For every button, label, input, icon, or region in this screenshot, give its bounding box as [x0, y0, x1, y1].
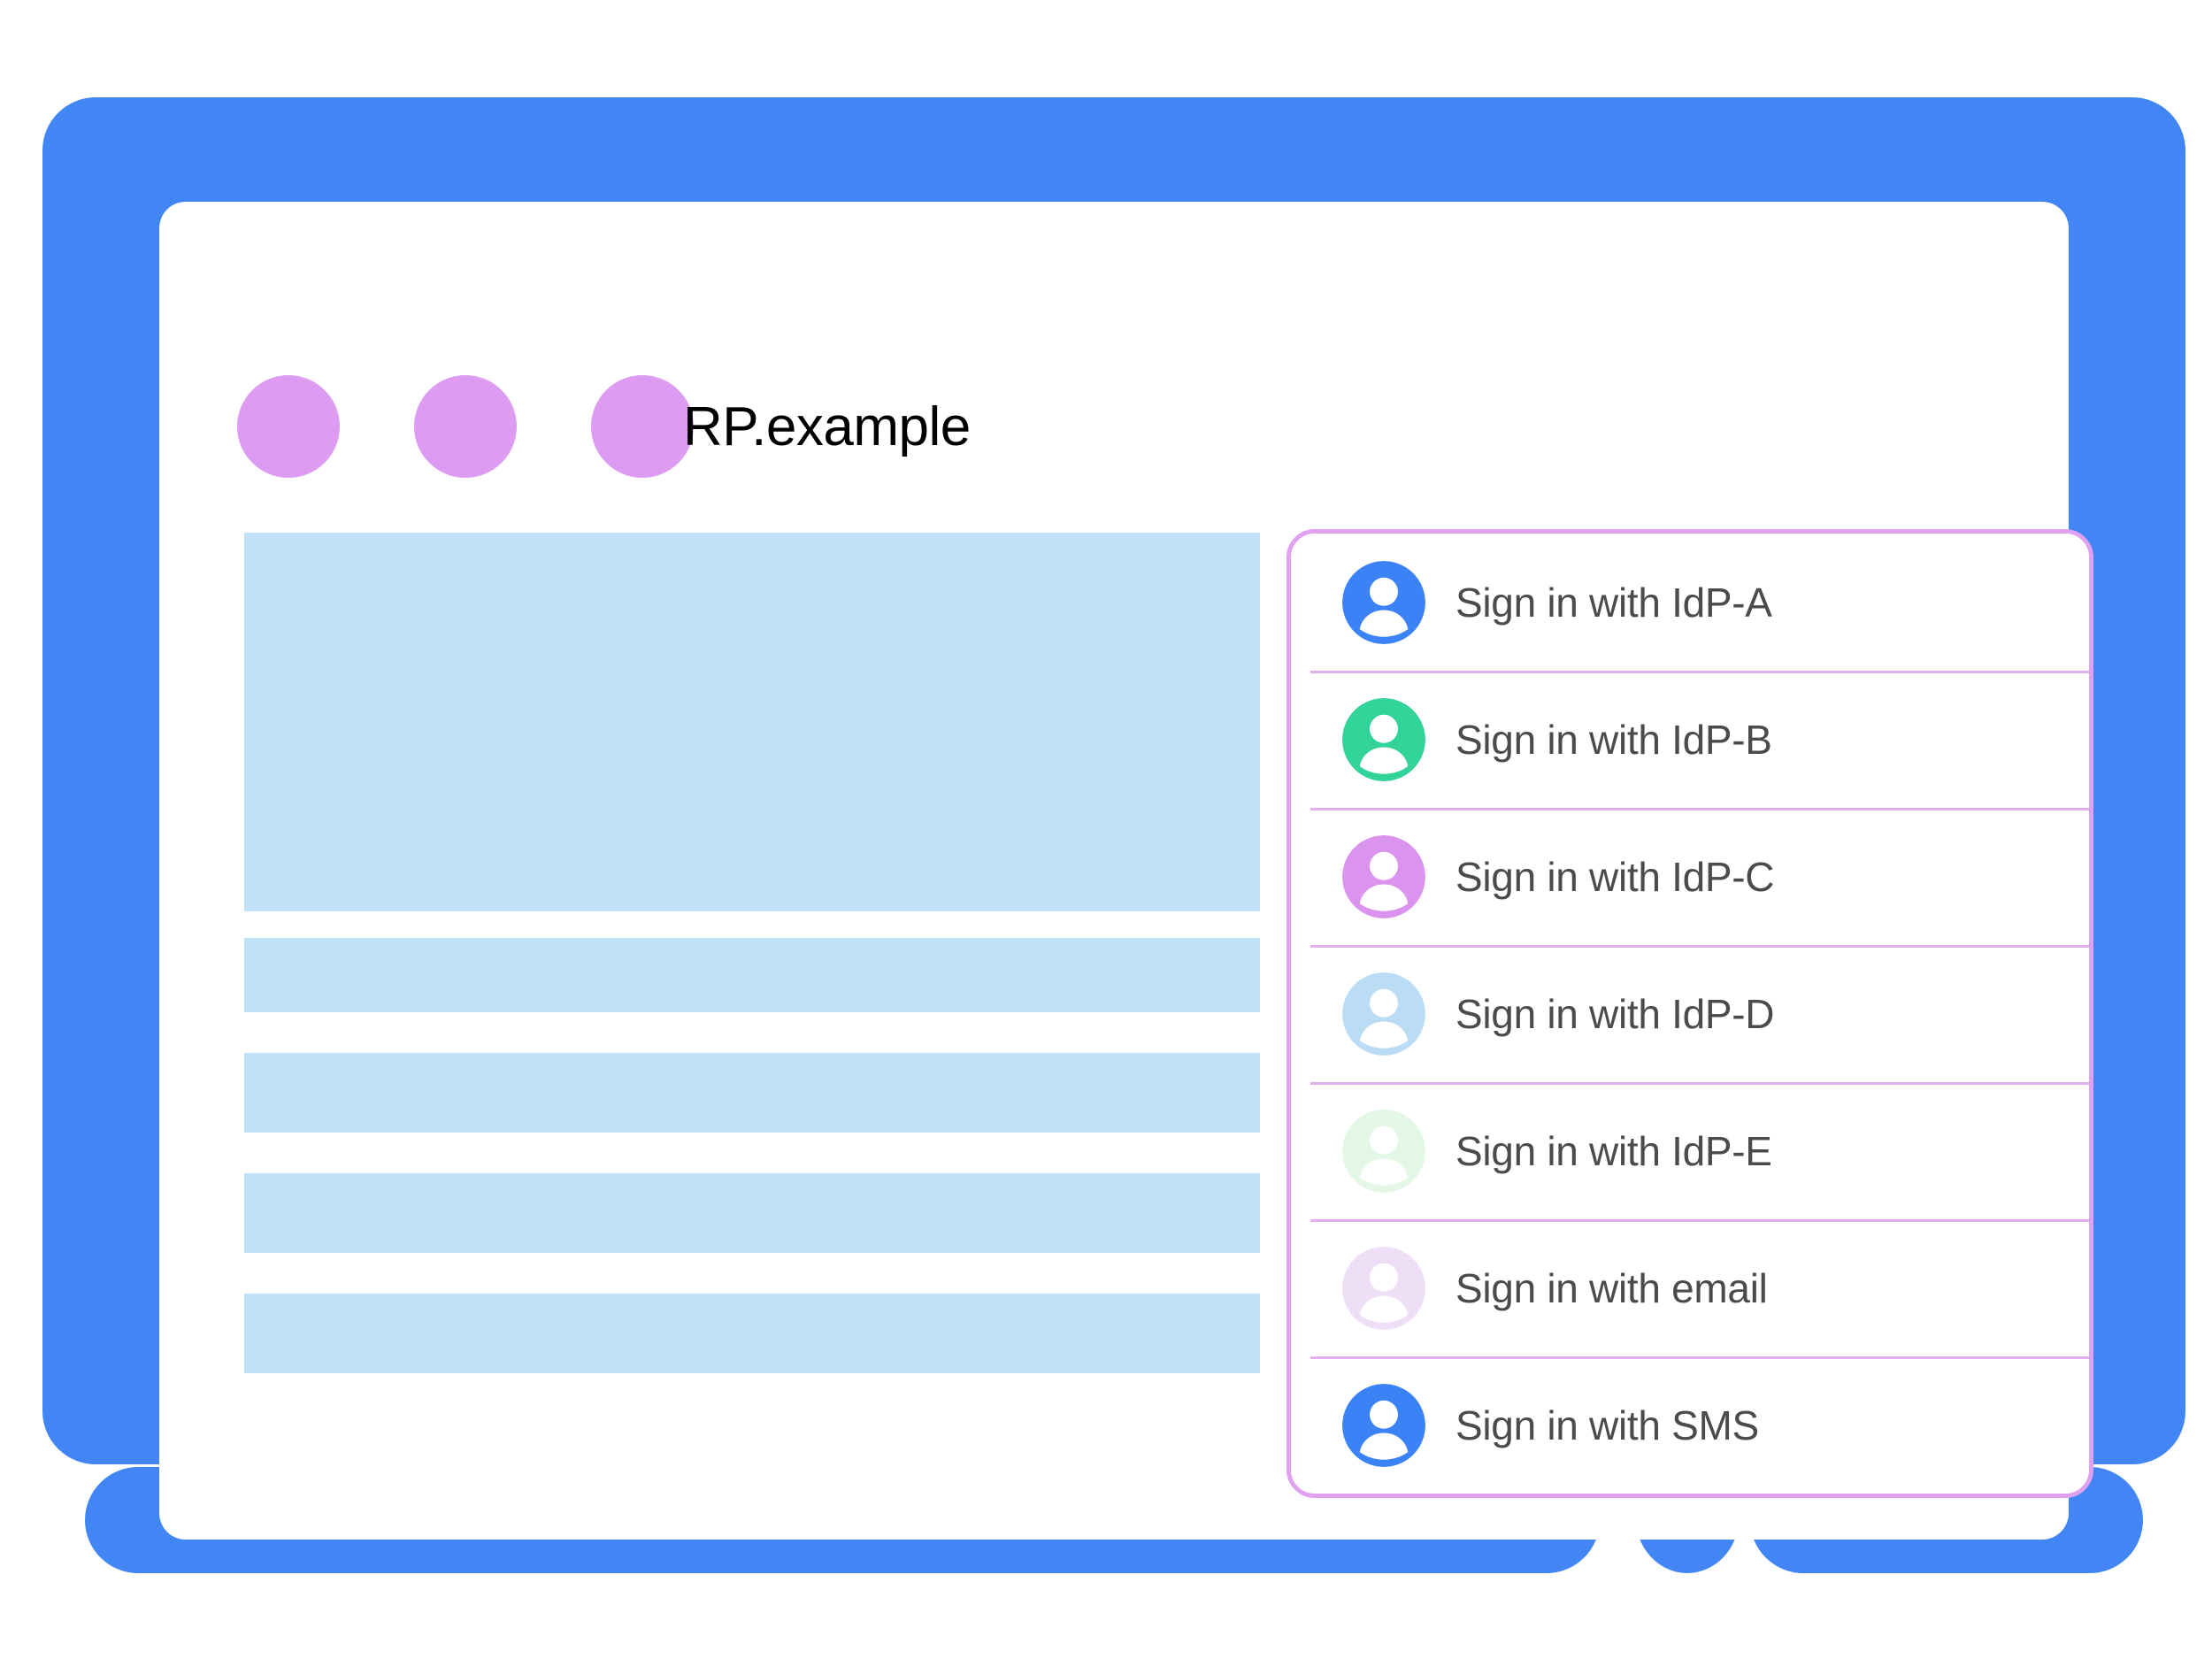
signin-option-label: Sign in with email	[1455, 1264, 1768, 1311]
signin-option-6[interactable]: Sign in with email	[1291, 1219, 2089, 1356]
signin-option-label: Sign in with IdP-B	[1455, 716, 1772, 763]
signin-option-4[interactable]: Sign in with IdP-D	[1291, 945, 2089, 1082]
account-chooser-panel: Sign in with IdP-A Sign in with IdP-B Sign…	[1286, 529, 2093, 1498]
signin-option-5[interactable]: Sign in with IdP-E	[1291, 1082, 2089, 1219]
signin-option-2[interactable]: Sign in with IdP-B	[1291, 671, 2089, 808]
person-avatar-icon	[1342, 834, 1425, 918]
page-title: RP.example	[683, 396, 971, 457]
signin-option-label: Sign in with IdP-A	[1455, 579, 1772, 626]
signin-option-label: Sign in with IdP-C	[1455, 853, 1775, 900]
window-dot-2[interactable]	[414, 375, 517, 478]
page-content-placeholders	[244, 533, 1260, 1373]
person-avatar-icon	[1342, 560, 1425, 644]
person-avatar-icon	[1342, 1246, 1425, 1330]
person-avatar-icon	[1342, 697, 1425, 781]
content-block	[244, 533, 1260, 911]
signin-option-label: Sign in with IdP-D	[1455, 990, 1775, 1037]
signin-option-label: Sign in with IdP-E	[1455, 1127, 1772, 1174]
content-bar-2	[244, 1053, 1260, 1133]
account-chooser-list: Sign in with IdP-A Sign in with IdP-B Sign…	[1291, 534, 2089, 1494]
window-dot-1[interactable]	[237, 375, 340, 478]
signin-option-7[interactable]: Sign in with SMS	[1291, 1356, 2089, 1494]
person-avatar-icon	[1342, 1383, 1425, 1467]
content-bar-3	[244, 1173, 1260, 1253]
signin-option-label: Sign in with SMS	[1455, 1402, 1759, 1448]
signin-option-3[interactable]: Sign in with IdP-C	[1291, 808, 2089, 945]
window-dot-3[interactable]	[591, 375, 694, 478]
browser-titlebar: RP.example	[159, 202, 2069, 478]
content-bar-1	[244, 938, 1260, 1012]
person-avatar-icon	[1342, 972, 1425, 1056]
signin-option-1[interactable]: Sign in with IdP-A	[1291, 534, 2089, 671]
person-avatar-icon	[1342, 1109, 1425, 1193]
content-bar-4	[244, 1294, 1260, 1373]
